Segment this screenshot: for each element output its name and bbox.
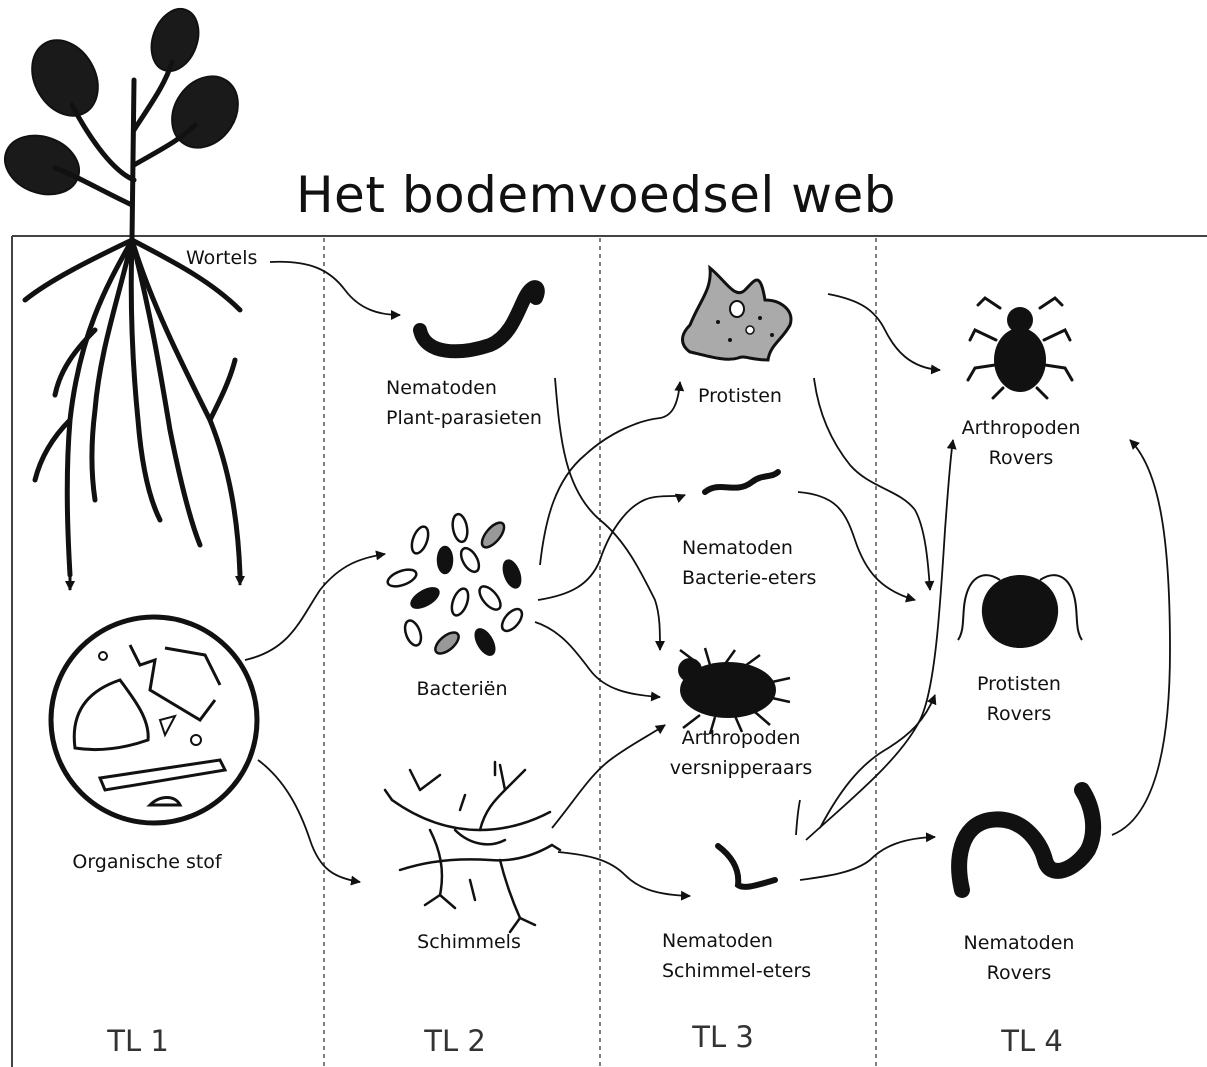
label-arthropoden-rovers: Arthropoden Rovers [962,413,1081,473]
label-line: Rovers [964,958,1075,988]
page-title: Het bodemvoedsel web [296,166,896,224]
label-line: Schimmel-eters [662,956,811,986]
label-line: Rovers [977,699,1061,729]
label-line: Rovers [962,443,1081,473]
label-protisten-rovers: Protisten Rovers [977,669,1061,729]
label-nematoden-rovers: Nematoden Rovers [964,928,1075,988]
label-nematoden-schimmel-eters: Nematoden Schimmel-eters [662,926,811,986]
nematode-predator-icon [959,790,1093,890]
trophic-level-2-label: TL 2 [424,1024,486,1058]
label-line: Protisten [977,669,1061,699]
label-wortels: Wortels [186,243,257,273]
label-line: Nematoden [386,373,542,403]
label-nematoden-plant-parasieten: Nematoden Plant-parasieten [386,373,542,433]
bacteria-icon [386,513,526,658]
label-line: Nematoden [682,533,816,563]
amoeba-icon [683,268,791,360]
plant-with-roots-icon [0,2,251,590]
label-line: Nematoden [964,928,1075,958]
label-schimmels: Schimmels [417,927,521,957]
predatory-protist-icon [958,575,1082,648]
label-line: versnipperaars [670,753,813,783]
label-line: Bacterie-eters [682,563,816,593]
label-line: Plant-parasieten [386,403,542,433]
label-bacterien: Bacteriën [416,674,507,704]
nematode-bacterie-eter-icon [705,472,778,492]
nematode-schimmel-eter-icon [718,846,775,887]
organic-matter-icon [51,617,257,823]
label-organische-stof: Organische stof [72,847,221,877]
label-protisten: Protisten [698,381,782,411]
label-arthropoden-versnipperaars: Arthropoden versnipperaars [670,723,813,783]
label-line: Arthropoden [670,723,813,753]
trophic-level-3-label: TL 3 [692,1020,754,1054]
trophic-level-4-label: TL 4 [1001,1024,1063,1058]
nematode-plant-parasite-icon [420,287,538,351]
label-line: Arthropoden [962,413,1081,443]
fungi-hyphae-icon [385,762,560,932]
label-line: Nematoden [662,926,811,956]
mite-shredder-icon [678,648,790,734]
label-nematoden-bacterie-eters: Nematoden Bacterie-eters [682,533,816,593]
trophic-level-1-label: TL 1 [107,1024,169,1058]
mite-predator-icon [968,298,1072,398]
